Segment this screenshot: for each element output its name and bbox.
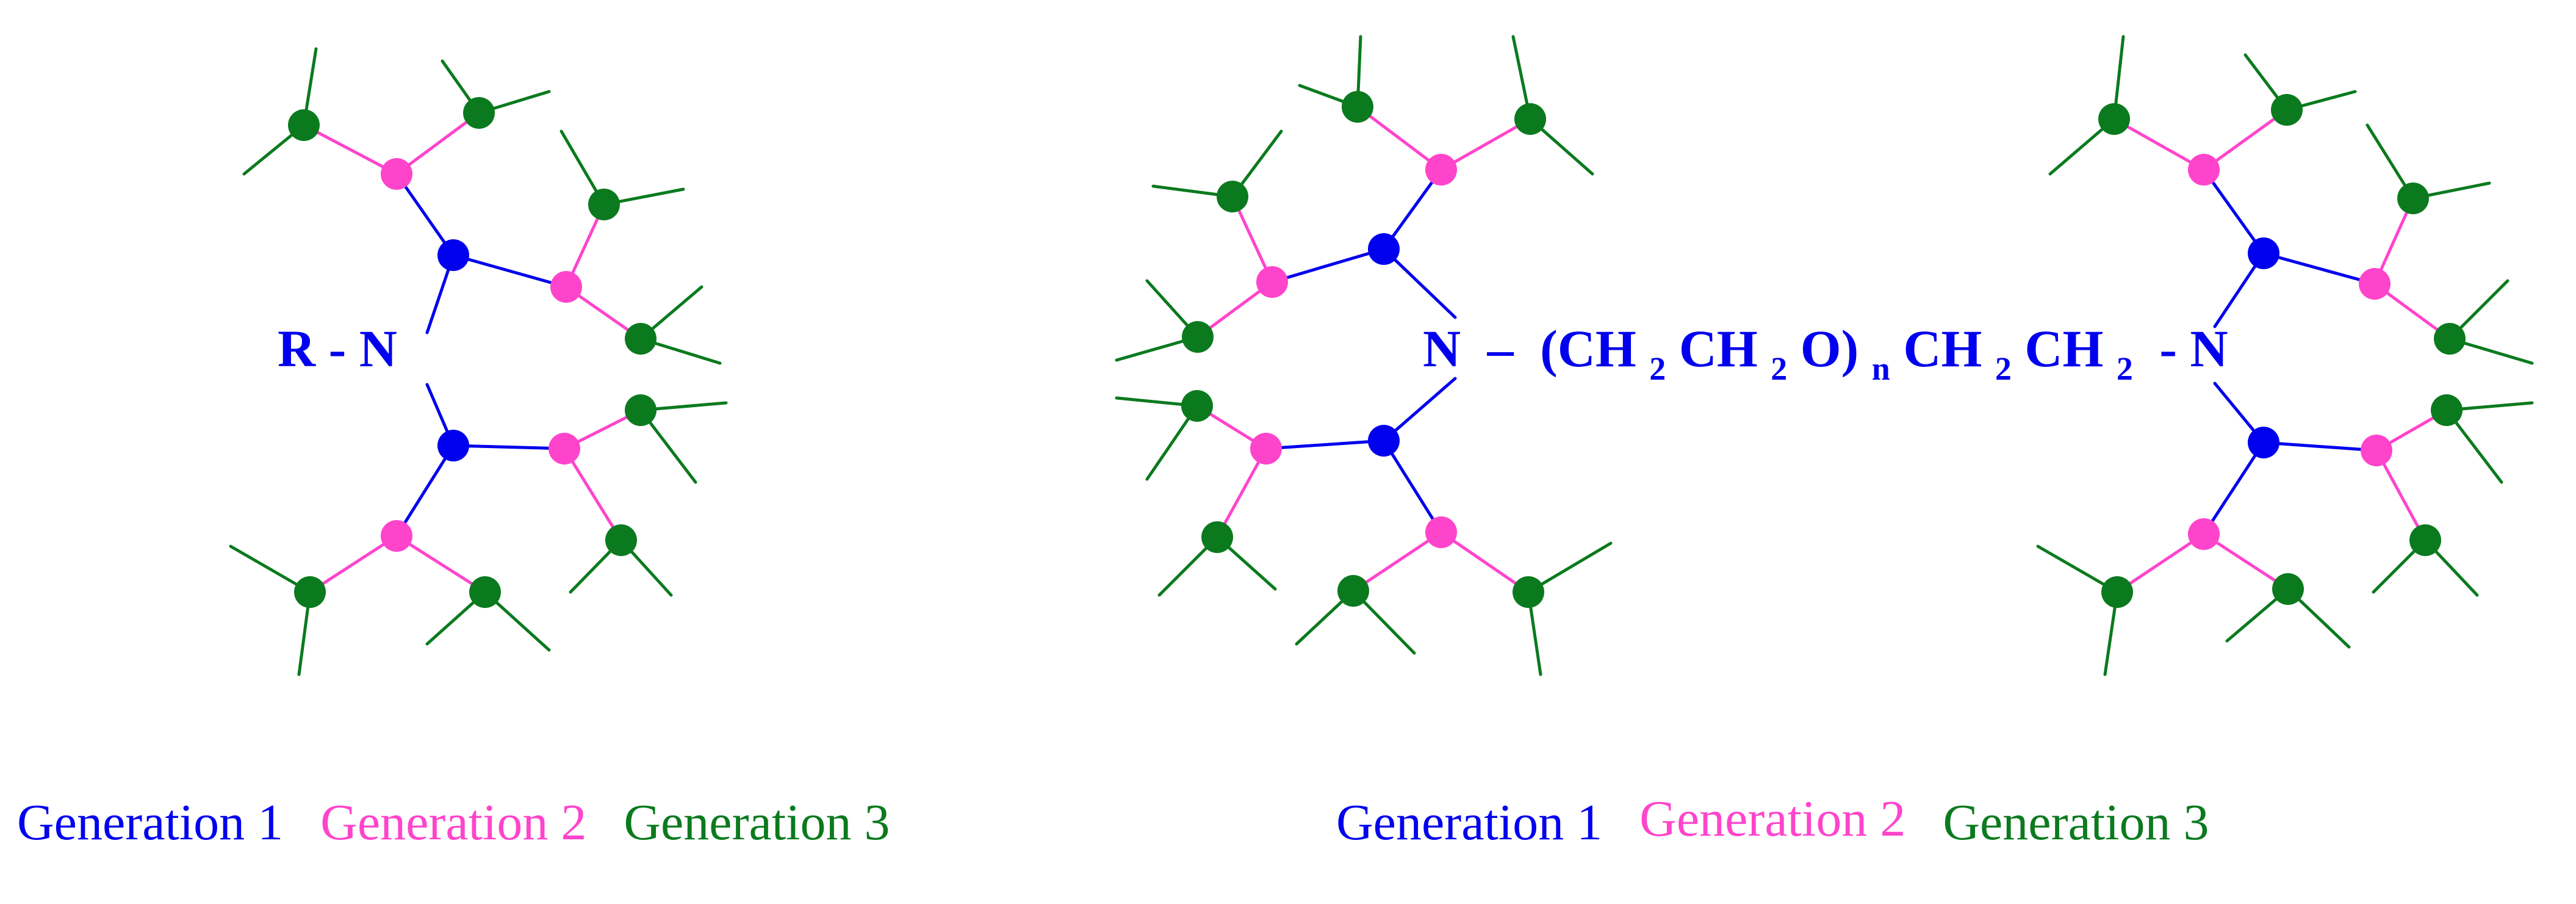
left-core-label: R - N xyxy=(278,319,397,378)
legend-right-gen2: Generation 2 xyxy=(1639,790,1905,847)
linker-sub-2a: 2 xyxy=(1649,350,1666,387)
right-b-g3-node-2 xyxy=(2271,94,2303,126)
right-linker-formula: N – (CH 2 CH 2 O) n CH 2 CH 2 - N xyxy=(1423,319,2228,391)
legend-left-gen3: Generation 3 xyxy=(624,794,890,851)
right-a-g3-node-8-arm-2 xyxy=(1527,541,1613,594)
left-g1-node-2 xyxy=(437,430,469,461)
right-b-g3-node-6 xyxy=(2409,524,2441,556)
right-b-g3-node-7 xyxy=(2101,576,2133,608)
left-bond-g2-g3-8 xyxy=(395,534,487,594)
right-b-bond-g1-g2-d xyxy=(2202,441,2265,536)
right-b-g3-node-1 xyxy=(2098,103,2130,135)
legend-left: Generation 1 Generation 2 Generation 3 xyxy=(17,794,890,851)
right-b-bond-g1-g2-b xyxy=(2262,251,2376,286)
legend-right-gen1: Generation 1 xyxy=(1336,794,1602,851)
right-a-g2-node-1 xyxy=(1425,154,1457,186)
right-a-bond-g1-g2-a xyxy=(1382,168,1443,251)
left-bond-g2-g3-2 xyxy=(395,111,481,176)
right-a-g3-node-4 xyxy=(1182,321,1214,353)
right-a-bond-g2-g3-2 xyxy=(1439,117,1532,172)
linker-left-n: N xyxy=(1423,319,1461,378)
linker-paren-open: (CH xyxy=(1540,319,1636,378)
right-b-bond-g2-g3-7 xyxy=(2115,532,2206,594)
left-g2-node-1 xyxy=(381,158,412,190)
right-a-g3-node-8 xyxy=(1513,576,1544,608)
right-a-g1-node-2 xyxy=(1368,425,1400,457)
left-g3-node-8 xyxy=(469,576,501,608)
legend-left-gen1: Generation 1 xyxy=(17,794,283,851)
left-bond-g1-g2-c xyxy=(395,444,455,538)
left-bond-g1-g2-d xyxy=(452,444,566,450)
right-a-g3-node-3 xyxy=(1217,181,1248,212)
right-b-g3-node-4 xyxy=(2434,323,2466,355)
right-b-g2-node-2 xyxy=(2359,268,2391,300)
left-g2-node-2 xyxy=(550,271,582,303)
linker-sub-2d: 2 xyxy=(2117,350,2133,387)
right-b-bond-g2-g3-1 xyxy=(2112,117,2206,172)
right-b-g2-node-3 xyxy=(2361,435,2392,466)
left-g3-node-4 xyxy=(625,323,657,355)
right-b-g3-node-8 xyxy=(2272,573,2304,605)
left-bond-g1-g2-b xyxy=(452,253,568,289)
right-a-g2-node-3 xyxy=(1250,433,1282,465)
right-a-bond-g2-g3-1 xyxy=(1356,105,1443,172)
right-b-g2-node-1 xyxy=(2188,154,2220,186)
legend-right: Generation 1 Generation 2 Generation 3 xyxy=(1336,790,2209,851)
left-g2-node-4 xyxy=(549,433,580,465)
right-a-bond-g2-g3-8 xyxy=(1439,530,1530,594)
left-bond-g1-g2-a xyxy=(395,172,455,257)
left-g3-node-2 xyxy=(463,97,495,129)
right-b-bond-g2-g3-6 xyxy=(2375,449,2427,542)
right-b-g3-node-3 xyxy=(2397,183,2429,214)
node-layer xyxy=(288,91,2466,608)
left-g3-node-1 xyxy=(288,109,320,141)
right-a-g3-node-1 xyxy=(1342,91,1373,123)
right-b-g1-node-2 xyxy=(2248,427,2279,458)
left-g3-node-7 xyxy=(294,576,326,608)
linker-ch-d: CH xyxy=(2024,319,2103,378)
right-a-g1-node-1 xyxy=(1368,233,1400,265)
legend-left-gen2: Generation 2 xyxy=(320,794,586,851)
right-a-g2-node-2 xyxy=(1256,266,1288,298)
right-a-g3-node-2 xyxy=(1514,103,1546,135)
linker-ch-b: CH xyxy=(1679,319,1758,378)
right-a-bond-g1-g2-c xyxy=(1264,439,1386,450)
right-a-bond-g2-g3-6 xyxy=(1215,447,1268,539)
right-b-bond-g2-g3-2 xyxy=(2202,108,2289,172)
right-b-bond-g2-g3-8 xyxy=(2202,532,2290,591)
right-a-bond-g1-g2-d xyxy=(1382,439,1443,534)
right-b-bond-g1-g2-c xyxy=(2262,441,2378,452)
linker-right-n: - N xyxy=(2159,319,2228,378)
right-a-g2-node-4 xyxy=(1425,516,1457,548)
left-bond-g2-g3-7 xyxy=(308,534,398,594)
right-b-bond-g1-g2-a xyxy=(2202,168,2265,255)
linker-ch-c: CH xyxy=(1903,319,1982,378)
left-g3-node-6 xyxy=(605,524,637,556)
linker-sub-2c: 2 xyxy=(1995,350,2012,387)
left-g3-node-5 xyxy=(625,394,657,426)
left-g2-node-3 xyxy=(381,520,412,552)
left-bond-g2-g3-6 xyxy=(563,447,623,542)
right-a-g3-node-7 xyxy=(1337,575,1369,607)
legend-right-gen3: Generation 3 xyxy=(1943,794,2209,851)
right-a-g3-node-6 xyxy=(1201,521,1233,553)
right-b-g1-node-1 xyxy=(2248,237,2279,269)
right-b-g3-node-5 xyxy=(2431,394,2463,426)
right-a-g3-node-5 xyxy=(1181,390,1213,422)
linker-sub-2b: 2 xyxy=(1771,350,1787,387)
right-b-g2-node-4 xyxy=(2188,518,2220,550)
right-a-bond-g2-g3-7 xyxy=(1351,530,1443,593)
left-g3-node-3 xyxy=(588,189,620,220)
left-bond-g2-g3-1 xyxy=(302,123,398,176)
left-g1-node-1 xyxy=(437,239,469,271)
linker-sub-n: n xyxy=(1872,350,1890,387)
linker-o-close: O) xyxy=(1801,319,1859,378)
linker-dash: – xyxy=(1487,319,1514,378)
right-a-bond-core-g1-top xyxy=(1382,247,1457,319)
right-a-bond-g1-g2-b xyxy=(1270,247,1386,284)
